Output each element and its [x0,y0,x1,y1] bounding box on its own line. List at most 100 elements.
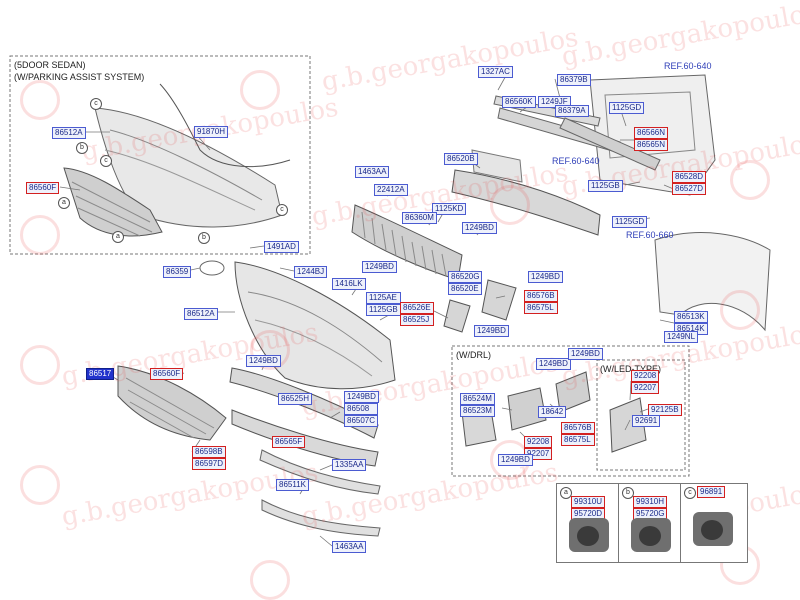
sensor-detail-c: c 96891 [680,483,748,563]
callout-a: a [58,197,70,209]
part-99310U[interactable]: 99310U [571,496,606,508]
part-86360M[interactable]: 86360M [402,212,437,224]
part-group-92208-led[interactable]: 92208 92207 [631,370,660,394]
part-group-86520G[interactable]: 86520G 86520E [448,271,483,295]
part-group-86526E[interactable]: 86526E 86525J [400,302,434,326]
part-1249BD[interactable]: 1249BD [344,391,379,403]
part-1125GB[interactable]: 1125GB [588,180,623,192]
part-group-99310U[interactable]: 99310U 95720D [571,496,606,520]
part-86598B[interactable]: 86598B [192,446,227,458]
part-86560F[interactable]: 86560F [150,368,184,380]
part-1249BD[interactable]: 1249BD [536,358,571,370]
part-1491AD[interactable]: 1491AD [264,241,299,253]
part-1249NL[interactable]: 1249NL [664,331,699,343]
part-86508[interactable]: 86508 [344,403,379,415]
bumper-cover-top [94,107,283,228]
part-1125GD[interactable]: 1125GD [609,102,645,114]
part-group-86528D[interactable]: 86528D 86527D [672,171,707,195]
callout-c: c [90,98,102,110]
part-92208[interactable]: 92208 [524,436,553,448]
part-86507C[interactable]: 86507C [344,415,379,427]
part-1249BD[interactable]: 1249BD [362,261,397,273]
part-86566N[interactable]: 86566N [634,127,669,139]
part-group-86576B[interactable]: 86576B 86575L [561,422,595,446]
part-86512A[interactable]: 86512A [52,127,86,139]
part-1125GD[interactable]: 1125GD [612,216,648,228]
part-group-86508[interactable]: 86508 86507C [344,403,379,427]
part-86565F[interactable]: 86565F [272,436,306,448]
part-86359[interactable]: 86359 [163,266,192,278]
part-86520G[interactable]: 86520G [448,271,483,283]
callout-a: a [112,231,124,243]
part-92207[interactable]: 92207 [631,382,660,394]
part-86379B[interactable]: 86379B [557,74,591,86]
part-1249BD[interactable]: 1249BD [528,271,563,283]
part-86576B[interactable]: 86576B [524,290,558,302]
part-1244BJ[interactable]: 1244BJ [294,266,328,278]
part-86527D[interactable]: 86527D [672,183,707,195]
bracket-right [481,279,517,321]
part-group-86598B[interactable]: 86598B 86597D [192,446,227,470]
part-18642[interactable]: 18642 [538,406,567,418]
part-group-99310H[interactable]: 99310H 95720G [633,496,668,520]
part-86597D[interactable]: 86597D [192,458,227,470]
part-1249BD[interactable]: 1249BD [246,355,281,367]
skid-plate [261,499,381,537]
part-86565N[interactable]: 86565N [634,139,669,151]
part-86525J[interactable]: 86525J [400,314,434,326]
part-1249BD[interactable]: 1249BD [568,348,603,360]
part-86576B[interactable]: 86576B [561,422,595,434]
part-86575L[interactable]: 86575L [561,434,595,446]
part-1125AE[interactable]: 1125AE [366,292,401,304]
ref-link[interactable]: REF.60-640 [664,61,712,71]
ref-link[interactable]: REF.60-660 [626,230,674,240]
part-86512A[interactable]: 86512A [184,308,218,320]
part-1249BD[interactable]: 1249BD [474,325,509,337]
part-86526E[interactable]: 86526E [400,302,434,314]
part-1125KD[interactable]: 1125KD [432,203,467,215]
part-91870H[interactable]: 91870H [194,126,229,138]
part-86520B[interactable]: 86520B [444,153,478,165]
part-86560F[interactable]: 86560F [26,182,60,194]
part-1249BD[interactable]: 1249BD [462,222,497,234]
part-group-86566N[interactable]: 86566N 86565N [634,127,669,151]
part-92691[interactable]: 92691 [632,415,661,427]
part-group-92208[interactable]: 92208 92207 [524,436,553,460]
part-86517[interactable]: 86517 [86,368,115,380]
parking-sensor-face [639,526,661,546]
part-group-86524M[interactable]: 86524M 86523M [460,393,495,417]
part-1249BD[interactable]: 1249BD [498,454,533,466]
section-led-type: (W/LED-TYPE) [600,364,662,374]
part-86525H[interactable]: 86525H [278,393,313,405]
part-92125B[interactable]: 92125B [648,404,682,416]
part-86379A[interactable]: 86379A [555,105,589,117]
part-99310H[interactable]: 99310H [633,496,668,508]
section-parking-assist: (W/PARKING ASSIST SYSTEM) [14,72,145,82]
part-96891[interactable]: 96891 [697,486,726,498]
part-1327AC[interactable]: 1327AC [478,66,513,78]
parking-assist-frame [9,55,311,255]
part-1335AA[interactable]: 1335AA [332,459,367,471]
part-1463AA[interactable]: 1463AA [355,166,390,178]
lip-spoiler [259,449,381,495]
part-22412A[interactable]: 22412A [374,184,408,196]
callout-c: c [276,204,288,216]
part-86511K[interactable]: 86511K [276,479,309,491]
part-86520E[interactable]: 86520E [448,283,483,295]
part-92208[interactable]: 92208 [631,370,660,382]
drl-frame [451,345,690,477]
part-1125GB[interactable]: 1125GB [366,304,401,316]
part-1463AA[interactable]: 1463AA [332,541,367,553]
part-86528D[interactable]: 86528D [672,171,707,183]
part-group-86576B[interactable]: 86576B 86575L [524,290,558,314]
part-86524M[interactable]: 86524M [460,393,495,405]
part-1416LK[interactable]: 1416LK [332,278,366,290]
part-86560K[interactable]: 86560K [502,96,536,108]
part-group-1125AE[interactable]: 1125AE 1125GB [366,292,401,316]
part-86513K[interactable]: 86513K [674,311,708,323]
part-86575L[interactable]: 86575L [524,302,558,314]
part-86523M[interactable]: 86523M [460,405,495,417]
ref-link[interactable]: REF.60-640 [552,156,600,166]
callout-c: c [684,487,696,499]
